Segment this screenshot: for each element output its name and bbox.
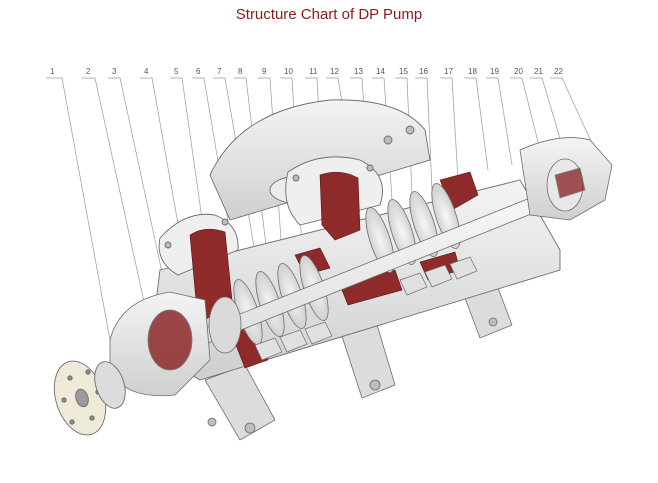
part-number-11: 11 — [309, 67, 318, 76]
part-number-15: 15 — [399, 67, 408, 76]
part-number-18: 18 — [468, 67, 477, 76]
part-number-21: 21 — [534, 67, 543, 76]
part-number-12: 12 — [330, 67, 339, 76]
part-number-14: 14 — [376, 67, 385, 76]
part-number-19: 19 — [490, 67, 499, 76]
part-number-6: 6 — [196, 67, 201, 76]
drive-end-bearing-housing — [109, 291, 242, 397]
page-title: Structure Chart of DP Pump — [235, 6, 423, 23]
part-number-20: 20 — [514, 67, 523, 76]
part-number-1: 1 — [50, 67, 55, 76]
part-number-3: 3 — [112, 67, 117, 76]
part-number-10: 10 — [284, 67, 293, 76]
diffuser-blocks — [254, 256, 478, 361]
part-number-5: 5 — [174, 67, 179, 76]
part-number-17: 17 — [444, 67, 453, 76]
coupling-flange — [53, 360, 126, 436]
part-number-13: 13 — [354, 67, 363, 76]
part-number-4: 4 — [144, 67, 149, 76]
part-number-8: 8 — [238, 67, 243, 76]
part-number-2: 2 — [86, 67, 91, 76]
part-number-22: 22 — [554, 67, 563, 76]
part-number-16: 16 — [419, 67, 428, 76]
part-number-7: 7 — [217, 67, 222, 76]
part-number-9: 9 — [262, 67, 267, 76]
non-drive-end-bearing-housing — [519, 137, 613, 221]
